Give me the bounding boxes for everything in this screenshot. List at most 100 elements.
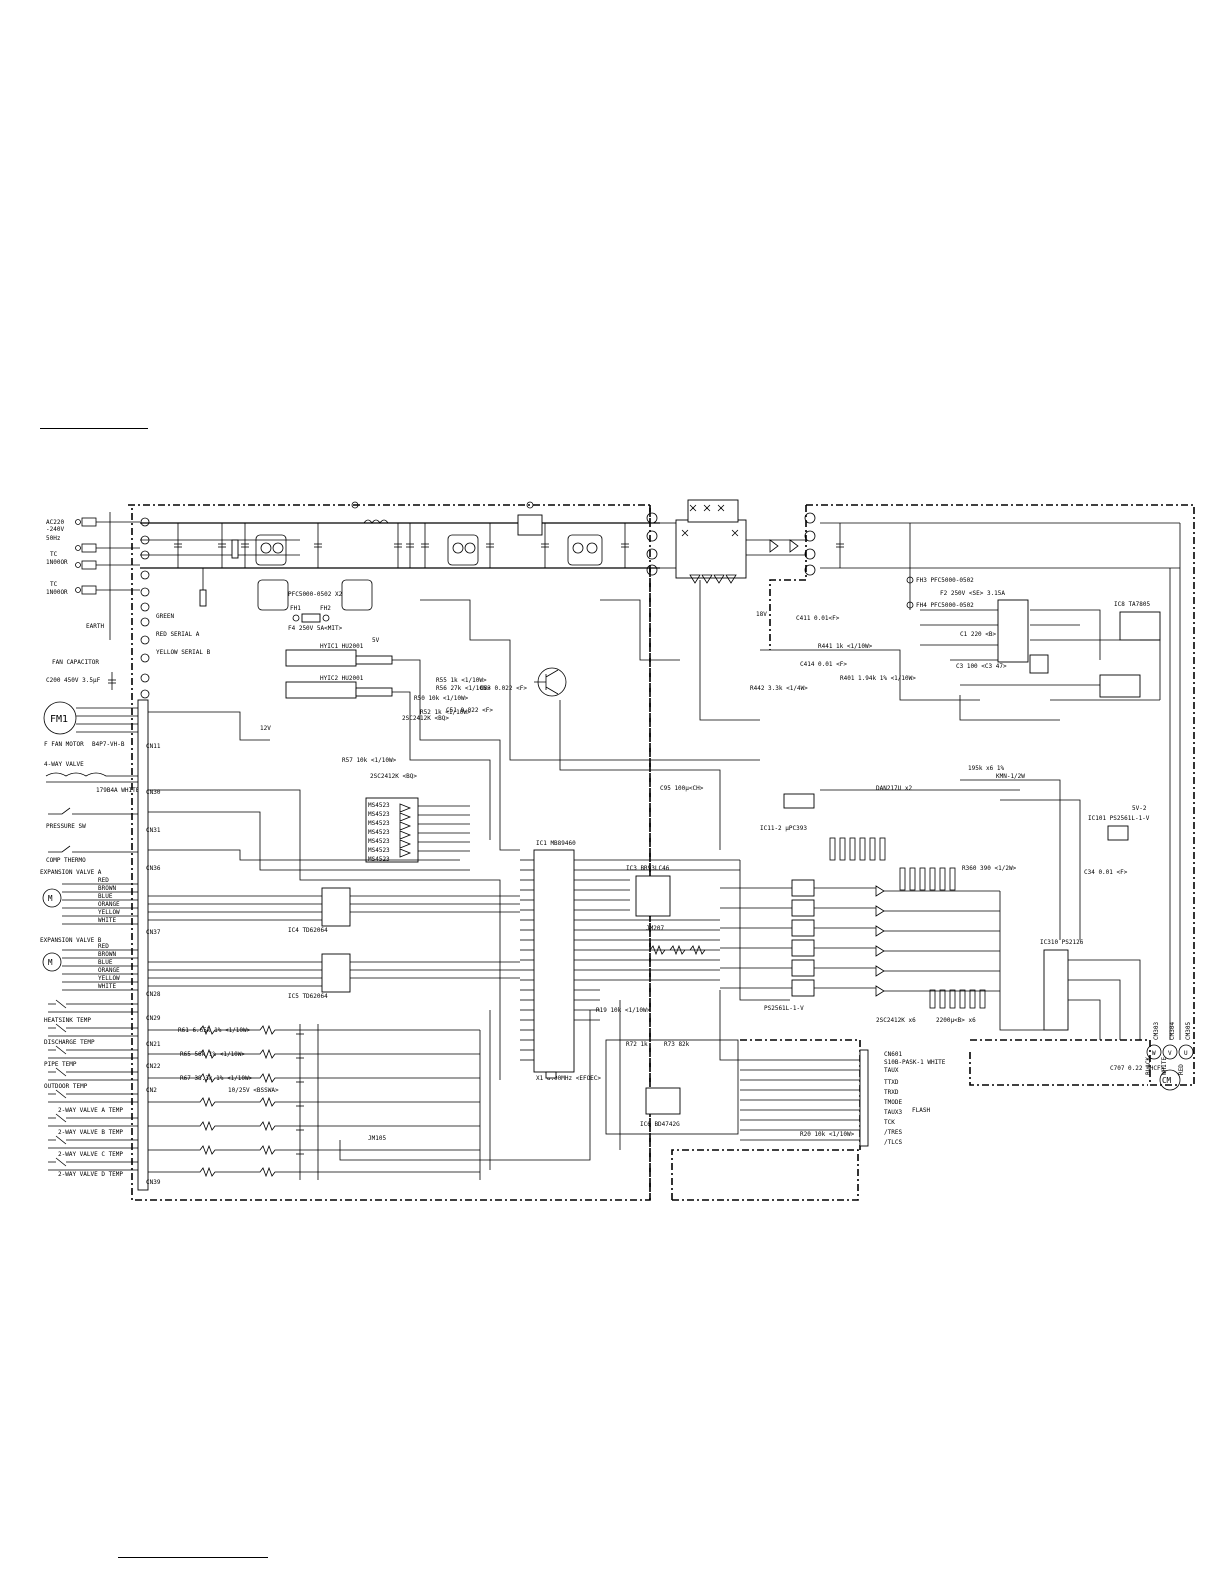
- ic310: IC310 PS2126: [1040, 939, 1084, 1031]
- driver-ic4: IC4 TD62064: [148, 887, 520, 934]
- expansion-valve-b: M EXPANSION VALVE B RED BROWN BLUE ORANG…: [40, 937, 140, 991]
- power-input-1-line: AC220: [46, 519, 64, 526]
- fan-capacitor-value: C200 450V 3.5µF: [46, 677, 101, 684]
- fuse-block: FH1 FH2 PFC5000-0502 X2 F4 250V 5A<MIT> …: [288, 576, 1005, 632]
- red-serial-a-label: RED SERIAL A: [156, 631, 200, 638]
- outdoor-temp-label: OUTDOOR TEMP: [44, 1083, 88, 1090]
- footer-rule: [118, 1557, 268, 1558]
- capacitor-c411: C411 0.01<F>: [796, 615, 840, 622]
- bridge-rectifier: [660, 499, 816, 584]
- valve-a-motor-glyph: M: [48, 894, 53, 903]
- connector-cn28: CN28: [146, 991, 161, 998]
- signal-wiring: [148, 580, 1141, 1161]
- cn601-pin-5: TAUX3: [884, 1109, 902, 1116]
- cn601-pin-1: TAUX: [884, 1067, 899, 1074]
- connector-cn37: CN37: [146, 929, 161, 936]
- wire-a-red: RED: [98, 877, 109, 884]
- ic101-label: IC101 PS2561L-1-V: [1088, 815, 1150, 822]
- input-terminals: AC220 -240V 50Hz TC 1N00OR TC 1N00OR EAR…: [46, 512, 211, 699]
- power-input-2-line: 50Hz: [46, 535, 61, 542]
- capacitor-c3: C3 100 <C3 47>: [956, 663, 1007, 670]
- cn601-pin-4: TMODE: [884, 1099, 902, 1106]
- compressor-color-black: BLACK: [1145, 1057, 1152, 1075]
- pipe-temp-label: PIPE TEMP: [44, 1061, 77, 1068]
- valve-b-motor-glyph: M: [48, 958, 53, 967]
- ms4523-1: MS4523: [368, 802, 390, 809]
- power-input-1-detail: -240V: [46, 526, 64, 533]
- wire-b-yellow: YELLOW: [98, 975, 120, 982]
- connector-cn29: CN29: [146, 1015, 161, 1022]
- cn601-flash-label: FLASH: [912, 1107, 930, 1114]
- ms4523-3: MS4523: [368, 820, 390, 827]
- resistor-r441: R441 1k <1/10W>: [818, 643, 873, 650]
- wire-b-white: WHITE: [98, 983, 116, 990]
- connector-strip: CN11 CN30 CN31 CN36 CN37 CN28 CN29 CN21 …: [137, 699, 161, 1191]
- fan-motor: FM1 F FAN MOTOR B4P7-VH-B: [43, 701, 140, 748]
- ic8-label: IC8 TA7805: [1114, 601, 1151, 608]
- hybrid-ic-2: HYIC2 HU2001: [285, 675, 393, 699]
- supply-5v-2: 5V-2: [1132, 805, 1147, 812]
- jm207-label: JM207: [646, 925, 664, 932]
- expansion-valve-a-label: EXPANSION VALVE A: [40, 869, 102, 876]
- compressor-color-red: RED: [1178, 1064, 1185, 1075]
- capacitor-c51: C51 0.022 <F>: [446, 707, 493, 714]
- fan-capacitor: FAN CAPACITOR C200 450V 3.5µF: [46, 659, 116, 690]
- capacitor-labels: C51 0.022 <F> C53 0.022 <F> C95 100µ<CH>…: [446, 615, 1165, 1072]
- fuse-f4: F4 250V 5A<MIT>: [288, 625, 343, 632]
- supply-5v: 5V: [372, 637, 380, 644]
- cn601-pin-8: /TLCS: [884, 1139, 902, 1146]
- transistor-group: [534, 667, 567, 697]
- resistor-r401: R401 1.94k 1% <1/10W>: [840, 675, 916, 682]
- connector-cn22: CN22: [146, 1063, 161, 1070]
- resistor-r50: R50 10k <1/10W>: [414, 695, 469, 702]
- capacitor-c707: C707 0.22 <HCF>: [1110, 1065, 1165, 1072]
- fan-motor-connector: B4P7-VH-B: [92, 741, 125, 748]
- switch-mode-supply: [920, 599, 1161, 721]
- wire-a-white: WHITE: [98, 917, 116, 924]
- valve-d-temp-label: 2-WAY VALVE D TEMP: [58, 1171, 123, 1178]
- expansion-valve-b-label: EXPANSION VALVE B: [40, 937, 102, 944]
- fuse-pfc: PFC5000-0502 X2: [288, 591, 343, 598]
- discharge-temp-label: DISCHARGE TEMP: [44, 1039, 95, 1046]
- cn601-flash-connector: CN601 S10B-PASK-1 WHITE TAUX TTXD TRXD T…: [740, 1049, 946, 1147]
- hybrid-ic-1: HYIC1 HU2001: [285, 643, 393, 667]
- opto-part-label: PS2561L-1-V: [764, 1005, 804, 1012]
- capacitor-c95: C95 100µ<CH>: [660, 785, 704, 792]
- ms4523-4: MS4523: [368, 829, 390, 836]
- compressor-lead-w: W: [1152, 1050, 1156, 1057]
- eeprom-ic3: IC3 BR93LC46 JM207: [626, 865, 671, 932]
- pressure-switch: PRESSURE SW COMP THERMO: [46, 807, 140, 864]
- ms4523-5: MS4523: [368, 838, 390, 845]
- resistor-r360: R360 390 <1/2W>: [962, 865, 1017, 872]
- supply-12v: 12V: [260, 725, 271, 732]
- transistor-label-3: 2SC2412K x6: [876, 1017, 916, 1024]
- bus-label-res-array: 195k x6 1%: [968, 765, 1005, 772]
- compressor-motor: CM W V U BLACK WHITE RED CM303 CM304 CM3…: [1145, 1022, 1194, 1091]
- wire-a-orange: ORANGE: [98, 901, 120, 908]
- earth-label: EARTH: [86, 623, 104, 630]
- optocoupler-array: PS2561L-1-V: [720, 879, 1000, 1012]
- fan-capacitor-label: FAN CAPACITOR: [52, 659, 99, 666]
- capacitor-c414: C414 0.01 <F>: [800, 661, 847, 668]
- wire-a-yellow: YELLOW: [98, 909, 120, 916]
- reset-ic6: IC6 BD4742G: [605, 1039, 739, 1135]
- resistor-r19: R19 10k <1/10W>: [596, 1007, 651, 1014]
- ic310-label: IC310 PS2126: [1040, 939, 1084, 946]
- wire-b-brown: BROWN: [98, 951, 116, 958]
- transistor-label-4: DAN217U x2: [876, 785, 913, 792]
- resistor-r56: R56 27k <1/10W>: [436, 685, 491, 692]
- four-way-valve-label: 4-WAY VALVE: [44, 761, 84, 768]
- four-way-valve: 4-WAY VALVE 179B4A WHITE: [44, 761, 140, 794]
- power-input-4-line: TC: [50, 581, 58, 588]
- connector-cn30: CN30: [146, 789, 161, 796]
- compressor-terminal-3: CM305: [1185, 1022, 1192, 1040]
- hyic2-label: HYIC2 HU2001: [320, 675, 364, 682]
- fuse-f2: F2 250V <SE> 3.15A: [940, 590, 1005, 597]
- bus-label-cap-array: 2200µ<B> x6: [936, 1017, 976, 1024]
- capacitor-c53: C53 0.022 <F>: [480, 685, 527, 692]
- fuse-fh2: FH2: [320, 605, 331, 612]
- cn601-pin-3: TRXD: [884, 1089, 899, 1096]
- fuse-fh4: FH4 PFC5000-0502: [916, 602, 974, 609]
- resistor-r65: R65 56k 1% <1/10W>: [180, 1051, 245, 1058]
- microcontroller-ic1: IC1 MB89460 X1 8.00MHz <EFOEC>: [520, 840, 740, 1082]
